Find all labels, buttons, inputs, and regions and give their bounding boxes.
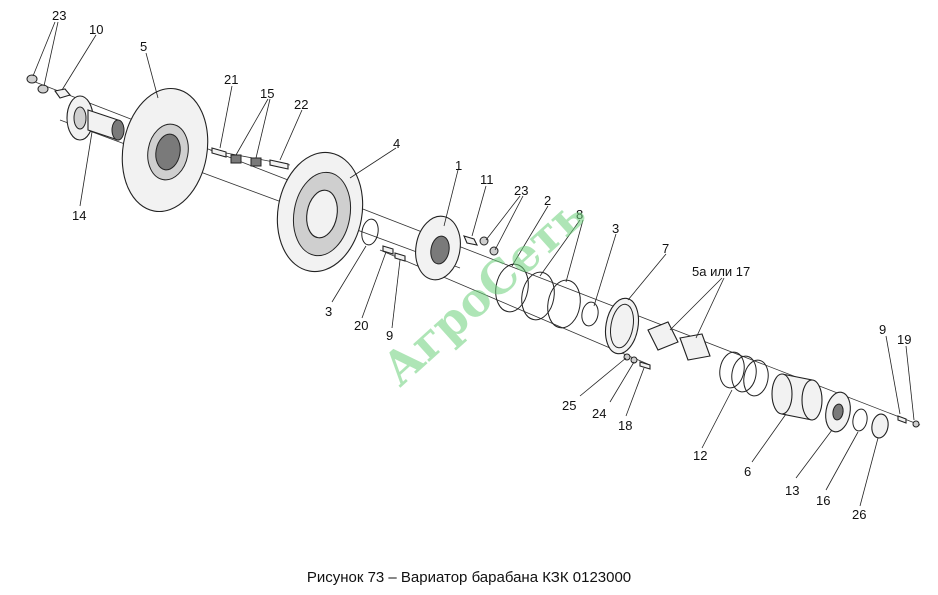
callout-8: 8 (576, 207, 583, 222)
callout-1: 1 (455, 158, 462, 173)
parts-9-19-bolts (897, 415, 920, 428)
part-11-plate-and-23-nuts (463, 235, 499, 256)
callout-19: 19 (897, 332, 911, 347)
part-3-ring-right (581, 301, 599, 327)
callout-11: 11 (480, 172, 494, 187)
part-12-springs (719, 351, 769, 397)
part-23-nuts-left (26, 74, 49, 94)
callout-9-left: 9 (386, 328, 393, 343)
part-1-flange (415, 215, 461, 281)
callout-14: 14 (72, 208, 86, 223)
part-3-ring-left (361, 218, 379, 246)
callout-5a-or-17: 5а или 17 (692, 264, 750, 279)
part-14-flange-hub (66, 95, 125, 141)
callout-20: 20 (354, 318, 368, 333)
callout-10: 10 (89, 22, 103, 37)
part-10-lock-plate (54, 88, 71, 99)
callout-13: 13 (785, 483, 799, 498)
callout-12: 12 (693, 448, 707, 463)
callout-15: 15 (260, 86, 274, 101)
callout-3-right: 3 (612, 221, 619, 236)
leader-lines (32, 21, 915, 507)
figure-caption: Рисунок 73 – Вариатор барабана КЗК 01230… (307, 569, 631, 586)
part-4-drum-disk (276, 151, 364, 273)
callout-5: 5 (140, 39, 147, 54)
callout-26: 26 (852, 507, 866, 522)
part-6-bushing (771, 373, 823, 421)
callout-23-left: 23 (52, 8, 66, 23)
callout-9-right: 9 (879, 322, 886, 337)
callout-21: 21 (224, 72, 238, 87)
callout-4: 4 (393, 136, 400, 151)
parts-16-26-rings (852, 408, 889, 439)
callout-23-right: 23 (514, 183, 528, 198)
callout-25: 25 (562, 398, 576, 413)
part-13-flange (825, 391, 851, 433)
part-5-pulley-disk (121, 87, 209, 213)
part-7-cover-ring (604, 297, 640, 355)
bolts-21-15-22 (211, 147, 289, 170)
callout-16: 16 (816, 493, 830, 508)
callout-22: 22 (294, 97, 308, 112)
callout-3-left: 3 (325, 304, 332, 319)
callout-18: 18 (618, 418, 632, 433)
parts-25-24-18-fasteners (623, 353, 651, 370)
callout-labels: 23 10 5 14 21 15 22 4 1 11 23 2 8 3 3 20… (52, 8, 911, 522)
watermark-text: АгроСеть (371, 186, 596, 396)
callout-24: 24 (592, 406, 606, 421)
callout-2: 2 (544, 193, 551, 208)
callout-7: 7 (662, 241, 669, 256)
bolts-20-9 (382, 245, 406, 262)
callout-6: 6 (744, 464, 751, 479)
